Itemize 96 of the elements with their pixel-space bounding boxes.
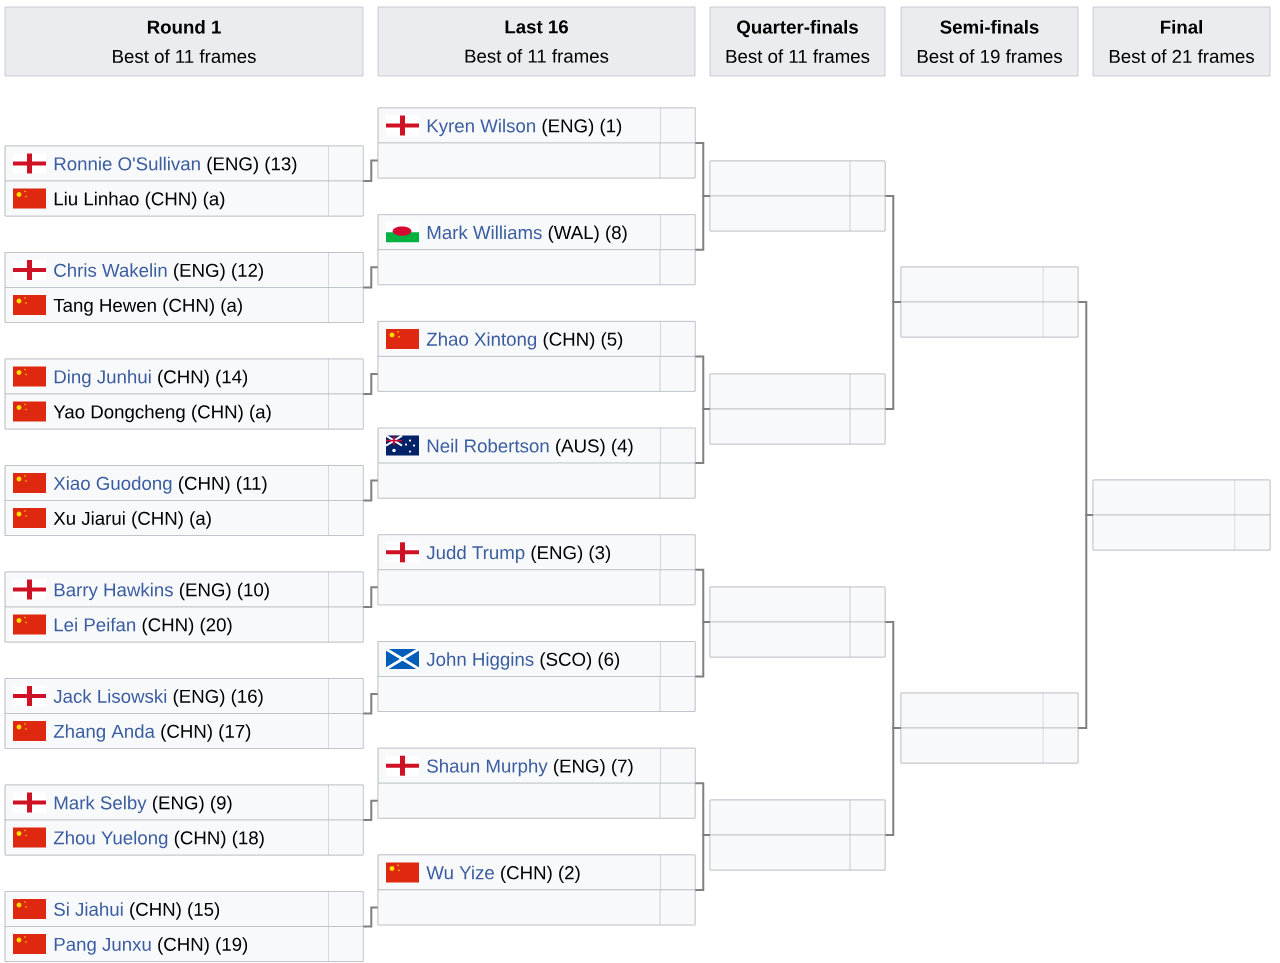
- empty-slot: [377, 676, 696, 712]
- bracket-line: [694, 195, 711, 251]
- node-label: (CHN) (a): [132, 511, 211, 529]
- node-label: (CHN) (17): [161, 724, 251, 742]
- node-label: Ding Junhui: [54, 369, 151, 388]
- bracket-line: [362, 906, 379, 928]
- node-label: (CHN) (11): [178, 476, 267, 494]
- node-label: (SCO) (6): [540, 652, 620, 670]
- empty-slot: [377, 356, 696, 392]
- player-row: Mark Williams (WAL) (8): [378, 214, 696, 250]
- player-row: Tang Hewen (CHN) (a): [5, 287, 364, 323]
- node-label: Neil Robertson: [427, 438, 549, 453]
- empty-slot: [709, 195, 886, 232]
- empty-slot: [900, 301, 1079, 338]
- node-label: (ENG) (13): [207, 156, 297, 175]
- empty-slot: [900, 727, 1079, 764]
- player-row: Xu Jiarui (CHN) (a): [5, 500, 364, 536]
- round-header: Final Best of 21 frames: [1092, 6, 1271, 77]
- node-label: (ENG) (9): [152, 795, 232, 814]
- node-label: Zhang Anda: [53, 724, 155, 742]
- empty-slot: [709, 408, 886, 445]
- node-label: (ENG) (1): [542, 118, 622, 137]
- empty-slot: [709, 799, 886, 836]
- bracket-line: [362, 266, 379, 289]
- empty-slot: [709, 160, 886, 197]
- bracket-line: [694, 834, 711, 891]
- node-label: Mark Selby: [54, 795, 147, 814]
- node-label: Si Jiahui: [54, 902, 123, 916]
- bracket-line: [362, 586, 379, 608]
- bracket-line: [362, 479, 379, 502]
- player-row: Zhao Xintong (CHN) (5): [378, 321, 696, 357]
- node-label: (ENG) (3): [531, 545, 611, 563]
- bracket-line: [884, 727, 902, 836]
- node-label: (CHN) (a): [163, 298, 242, 316]
- node-label: Ronnie O'Sullivan: [54, 156, 200, 171]
- node-label: Barry Hawkins: [54, 582, 173, 601]
- node-label: Xu Jiarui: [53, 511, 125, 525]
- player-row: Chris Wakelin (ENG) (12): [5, 252, 364, 288]
- node-label: Kyren Wilson: [427, 118, 535, 137]
- empty-slot: [900, 692, 1079, 729]
- empty-slot: [1092, 514, 1271, 551]
- empty-slot: [377, 142, 696, 179]
- node-label: (AUS) (4): [556, 438, 633, 457]
- player-row: Zhang Anda (CHN) (17): [5, 713, 364, 749]
- round-header: Quarter-finals Best of 11 frames: [709, 6, 886, 77]
- node-label: (ENG) (12): [174, 263, 263, 281]
- node-label: Mark Williams: [427, 225, 542, 240]
- node-label: Jack Lisowski: [53, 689, 167, 703]
- node-label: (WAL) (8): [548, 225, 627, 243]
- node-label: Wu Yize: [426, 865, 494, 880]
- round-header: Last 16 Best of 11 frames: [377, 6, 696, 77]
- bracket-line: [1077, 514, 1094, 729]
- player-row: Lei Peifan (CHN) (20): [5, 606, 364, 643]
- player-row: Wu Yize (CHN) (2): [378, 854, 696, 891]
- player-row: Xiao Guodong (CHN) (11): [5, 465, 364, 501]
- bracket-line: [362, 799, 379, 821]
- player-row: John Higgins (SCO) (6): [378, 641, 696, 677]
- empty-slot: [709, 586, 886, 623]
- player-row: Pang Junxu (CHN) (19): [5, 926, 364, 962]
- player-row: Yao Dongcheng (CHN) (a): [5, 393, 364, 430]
- empty-slot: [900, 266, 1079, 303]
- empty-slot: [709, 834, 886, 871]
- player-row: Judd Trump (ENG) (3): [378, 534, 696, 571]
- node-label: Xiao Guodong: [53, 476, 172, 494]
- player-row: Jack Lisowski (ENG) (16): [5, 678, 364, 714]
- node-label: Pang Junxu: [54, 937, 151, 955]
- empty-slot: [377, 462, 696, 499]
- node-label: Judd Trump: [426, 545, 525, 563]
- empty-slot: [377, 569, 696, 606]
- node-label: (CHN) (14): [158, 369, 248, 388]
- empty-slot: [377, 249, 696, 285]
- round-header: Semi-finals Best of 19 frames: [900, 6, 1079, 77]
- node-label: (ENG) (10): [179, 582, 269, 601]
- node-label: (CHN) (15): [130, 902, 220, 920]
- bracket-line: [694, 408, 711, 465]
- player-row: Liu Linhao (CHN) (a): [5, 180, 364, 217]
- empty-slot: [377, 782, 696, 819]
- player-row: Shaun Murphy (ENG) (7): [378, 747, 696, 784]
- player-row: Si Jiahui (CHN) (15): [5, 891, 364, 927]
- player-row: Zhou Yuelong (CHN) (18): [5, 819, 364, 856]
- bracket-line: [694, 621, 711, 678]
- empty-slot: [709, 621, 886, 658]
- node-label: Tang Hewen: [53, 298, 156, 316]
- bracket-line: [362, 372, 379, 395]
- node-label: (CHN) (2): [501, 865, 580, 884]
- bracket-line: [362, 693, 379, 715]
- empty-slot: [377, 889, 696, 926]
- empty-slot: [709, 373, 886, 410]
- bracket-line: [362, 159, 379, 182]
- bracket-line: [884, 301, 902, 410]
- node-label: Chris Wakelin: [54, 263, 167, 277]
- node-label: (CHN) (19): [158, 937, 248, 955]
- round-header: Round 1 Best of 11 frames: [4, 6, 364, 77]
- empty-slot: [1092, 479, 1271, 516]
- node-label: (ENG) (16): [173, 689, 263, 707]
- node-label: John Higgins: [426, 652, 534, 670]
